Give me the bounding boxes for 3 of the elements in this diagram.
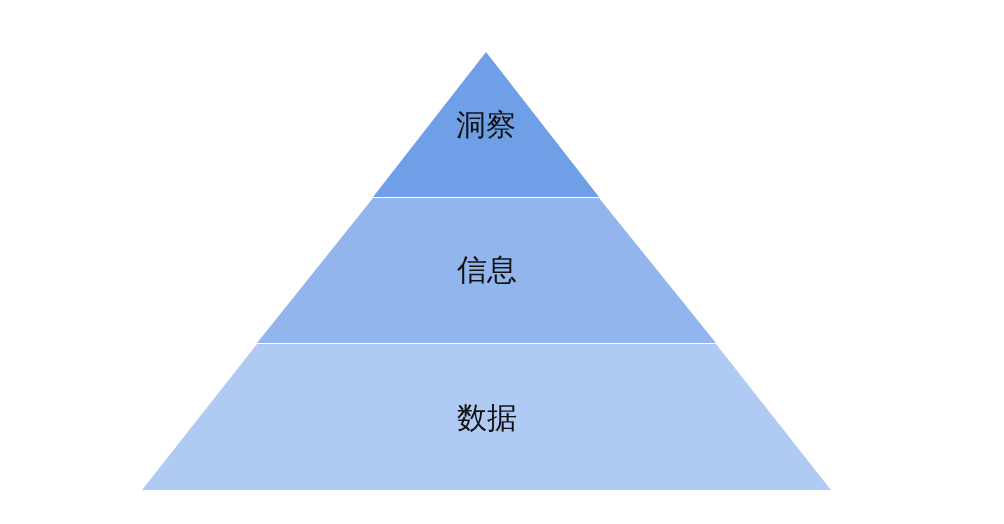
tier-label: 数据 [456, 398, 517, 437]
tier-label: 洞察 [456, 105, 516, 144]
tier-label: 信息 [456, 250, 517, 289]
